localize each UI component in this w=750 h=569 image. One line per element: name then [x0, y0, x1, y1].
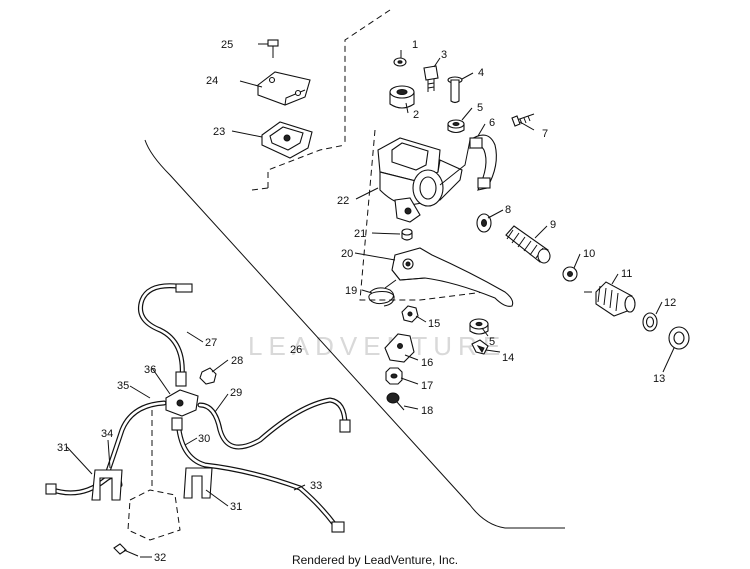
part-25-screw — [267, 39, 279, 58]
label-31a: 31 — [57, 442, 69, 454]
part-20-brake-lever — [391, 247, 514, 307]
label-20: 20 — [341, 248, 353, 260]
label-8: 8 — [505, 204, 511, 216]
part-number-labels: 25 24 23 1 3 4 5 6 7 2 22 8 9 10 11 12 1… — [57, 39, 676, 564]
part-27-hose — [138, 283, 193, 387]
label-34: 34 — [101, 428, 113, 440]
label-10: 10 — [583, 248, 595, 260]
part-35-hose — [102, 400, 167, 483]
part-5b-spacer — [469, 318, 489, 335]
part-24-reservoir-cover — [257, 71, 311, 106]
label-35: 35 — [117, 380, 129, 392]
part-19-spring — [368, 279, 397, 307]
label-17: 17 — [421, 380, 433, 392]
section-divider — [144, 139, 565, 529]
part-29-hose — [197, 397, 351, 450]
label-30: 30 — [198, 433, 210, 445]
part-15-nut — [401, 305, 419, 323]
exploded-boundary — [267, 9, 501, 301]
label-33: 33 — [310, 480, 322, 492]
label-7: 7 — [542, 128, 548, 140]
label-3: 3 — [441, 49, 447, 61]
label-1: 1 — [412, 39, 418, 51]
label-6: 6 — [489, 117, 495, 129]
label-5a: 5 — [477, 102, 483, 114]
part-13-dust-cap — [668, 326, 690, 350]
part-36-junction-block — [165, 389, 199, 417]
mount-plate — [127, 489, 181, 541]
label-21: 21 — [354, 228, 366, 240]
part-8-washer — [476, 213, 492, 233]
part-23-diaphragm — [261, 121, 313, 159]
label-14: 14 — [502, 352, 514, 364]
label-31b: 31 — [230, 501, 242, 513]
label-15: 15 — [428, 318, 440, 330]
part-10-washer — [562, 266, 578, 282]
label-16: 16 — [421, 357, 433, 369]
footer-credit: Rendered by LeadVenture, Inc. — [291, 553, 459, 567]
label-25: 25 — [221, 39, 233, 51]
label-2: 2 — [413, 109, 419, 121]
part-4-pin — [447, 76, 463, 104]
part-16-switch-bracket — [384, 333, 415, 363]
part-30-hose — [171, 417, 345, 533]
label-13: 13 — [653, 373, 665, 385]
part-5a-spacer — [447, 119, 465, 134]
part-18-screw — [386, 392, 405, 411]
part-22-master-cylinder — [377, 137, 471, 223]
label-32: 32 — [154, 552, 166, 564]
part-12-circlip — [642, 312, 658, 332]
label-4: 4 — [478, 67, 484, 79]
watermark: LEADVENTURE — [248, 331, 506, 361]
label-23: 23 — [213, 126, 225, 138]
label-9: 9 — [550, 219, 556, 231]
part-32-screw — [113, 543, 139, 557]
part-31b-bracket — [183, 467, 213, 499]
label-22: 22 — [337, 195, 349, 207]
label-28: 28 — [231, 355, 243, 367]
part-31a-bracket — [91, 469, 123, 501]
part-2-plug — [389, 85, 415, 109]
label-24: 24 — [206, 75, 218, 87]
part-34-hose — [45, 473, 123, 496]
label-11: 11 — [621, 268, 632, 280]
leader-lines — [66, 43, 675, 558]
label-5b: 5 — [489, 336, 495, 348]
part-6-clamp — [469, 134, 497, 191]
part-21-bushing — [401, 228, 413, 241]
part-17-nut — [385, 367, 403, 385]
label-12: 12 — [664, 297, 676, 309]
label-26: 26 — [290, 344, 302, 356]
part-1-washer — [393, 57, 407, 67]
part-3-bolt — [423, 65, 439, 92]
label-29: 29 — [230, 387, 242, 399]
label-36: 36 — [144, 364, 156, 376]
label-19: 19 — [345, 285, 357, 297]
part-11-piston — [584, 281, 636, 317]
label-27: 27 — [205, 337, 217, 349]
label-18: 18 — [421, 405, 433, 417]
part-9-boot — [505, 225, 551, 264]
part-7-screw — [511, 113, 535, 127]
